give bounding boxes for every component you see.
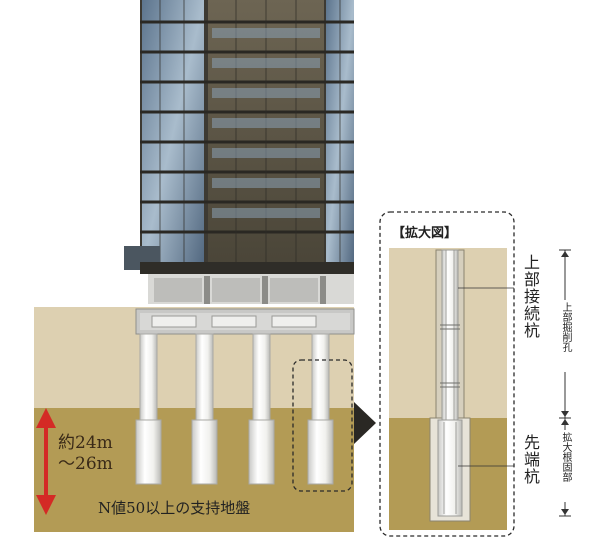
depth-label-line2: ～26m — [58, 454, 113, 474]
zoom-panel — [379, 211, 515, 537]
piles — [135, 333, 334, 485]
highlight-box — [292, 359, 353, 492]
depth-arrow — [36, 408, 56, 515]
pile-1 — [139, 333, 158, 421]
pile-3 — [252, 333, 271, 421]
pile-2 — [195, 333, 214, 421]
depth-label-line1: 約24m — [58, 433, 113, 453]
depth-label: 約24m ～26m — [58, 433, 113, 475]
enlarged-root-label: 拡大根固部 — [560, 432, 571, 482]
foundation-slab — [135, 308, 355, 335]
upper-bore-label: 上部掘削孔 — [560, 302, 571, 352]
tip-pile-label: 先端杭 — [521, 434, 540, 485]
pile-4 — [311, 333, 330, 421]
zoom-title: 【拡大図】 — [392, 226, 458, 241]
pointer-arrow — [354, 402, 376, 444]
upper-pile-label: 上部接続杭 — [521, 254, 540, 339]
building — [124, 0, 354, 304]
bearing-layer-label: N値50以上の支持地盤 — [98, 499, 251, 517]
